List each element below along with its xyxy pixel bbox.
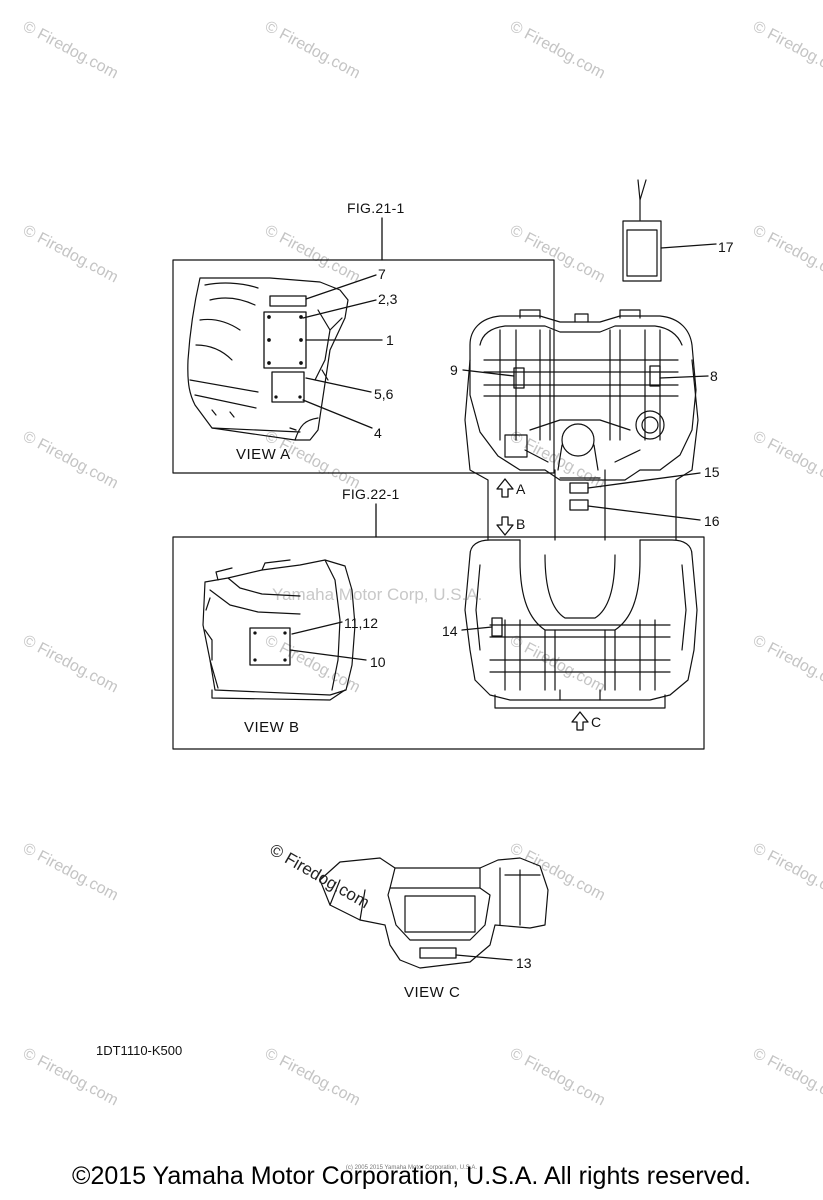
callout-10[interactable]: 10: [370, 654, 386, 670]
label-7-sticker: [269, 295, 307, 307]
direction-b-label: B: [516, 516, 526, 532]
arrow-a-icon: [496, 478, 514, 498]
footer-copyright: ©2015 Yamaha Motor Corporation, U.S.A. A…: [72, 1162, 751, 1190]
callout-14[interactable]: 14: [442, 623, 458, 639]
callout-13[interactable]: 13: [516, 955, 532, 971]
callout-5-6[interactable]: 5,6: [374, 386, 394, 402]
atv-top-view: [464, 309, 699, 709]
callout-8[interactable]: 8: [710, 368, 718, 384]
hang-tag-drawing: [622, 179, 662, 282]
diagram-code: 1DT1110-K500: [96, 1043, 183, 1058]
view-b-fender: [202, 559, 356, 701]
view-a-fender: [187, 277, 349, 441]
callout-11-12[interactable]: 11,12: [344, 615, 378, 631]
label-8-sticker: [649, 365, 661, 387]
direction-c-label: C: [591, 714, 602, 730]
yamaha-center-watermark: Yamaha Motor Corp, U.S.A.: [272, 585, 483, 604]
view-a-label: VIEW A: [236, 446, 291, 463]
view-c-front-fender: [319, 857, 549, 969]
label-9-sticker: [513, 367, 525, 389]
callout-17[interactable]: 17: [718, 239, 734, 255]
callout-15[interactable]: 15: [704, 464, 720, 480]
direction-a-label: A: [516, 481, 526, 497]
view-b-frame: [172, 536, 705, 750]
view-b-label: VIEW B: [244, 719, 300, 736]
callout-16[interactable]: 16: [704, 513, 720, 529]
label-15-sticker: [569, 482, 589, 494]
label-4-sticker: [271, 371, 305, 403]
label-13-sticker: [419, 947, 457, 959]
fig-22-1-ref[interactable]: FIG.22-1: [342, 486, 400, 502]
arrow-b-icon: [496, 516, 514, 536]
footer-small-copyright: (c) 2005 2015 Yamaha Motor Corporation, …: [345, 1165, 478, 1171]
callout-9[interactable]: 9: [450, 362, 458, 378]
view-c-label: VIEW C: [404, 984, 461, 1001]
fig-21-1-ref[interactable]: FIG.21-1: [347, 200, 405, 216]
view-a-frame: [172, 259, 555, 474]
arrow-c-icon: [571, 711, 589, 731]
label-10-sticker: [249, 627, 291, 666]
label-16-sticker: [569, 499, 589, 511]
label-14-sticker: [491, 617, 503, 637]
callout-4[interactable]: 4: [374, 425, 382, 441]
callout-7[interactable]: 7: [378, 266, 386, 282]
callout-2-3[interactable]: 2,3: [378, 291, 398, 307]
callout-1[interactable]: 1: [386, 332, 394, 348]
